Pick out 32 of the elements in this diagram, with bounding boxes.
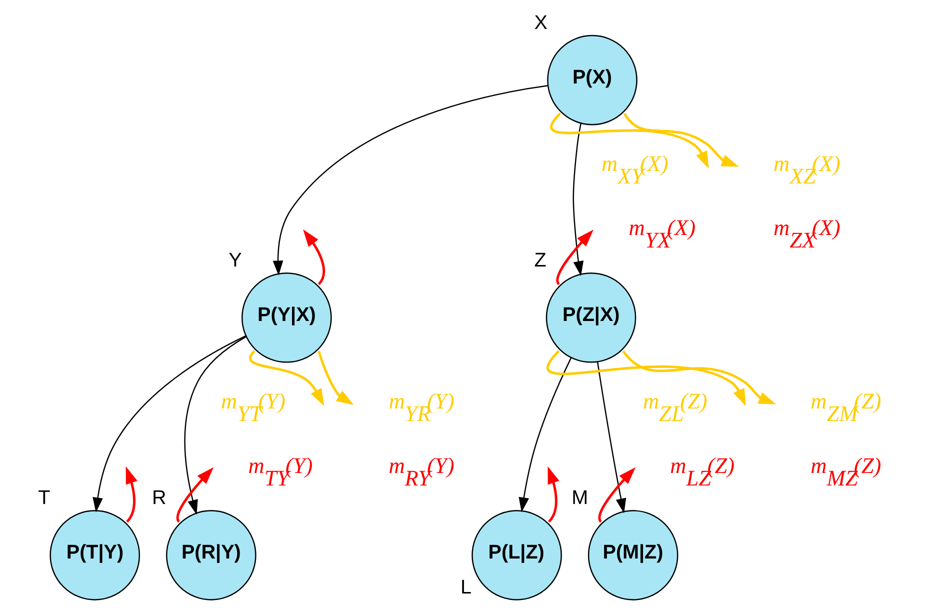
arrow	[272, 85, 548, 276]
node-label: L	[460, 576, 472, 598]
node-label: M	[571, 487, 588, 510]
arrow	[176, 467, 214, 522]
node-label: T	[38, 487, 50, 510]
arrow	[572, 123, 584, 276]
arrow	[317, 350, 354, 405]
node-circle: P(R|Y)	[166, 510, 256, 600]
arrow	[518, 357, 572, 512]
node-circle: P(M|Z)	[587, 510, 678, 600]
arrow	[622, 350, 776, 404]
node-circle: P(L|Z)	[471, 510, 562, 600]
arrow	[546, 350, 746, 406]
arrow	[598, 467, 635, 522]
node-circle: P(X)	[546, 34, 637, 126]
arrow	[556, 230, 593, 285]
arrow	[184, 336, 246, 515]
node-label: Y	[228, 250, 242, 272]
arrow	[125, 466, 137, 523]
arrow	[547, 466, 559, 523]
node-label: Z	[534, 250, 546, 272]
node-circle: P(T|Y)	[49, 510, 140, 600]
arrow	[248, 350, 324, 406]
arrow	[622, 112, 738, 167]
arrow	[302, 229, 325, 285]
node-label: X	[534, 12, 548, 34]
arrow	[596, 362, 626, 514]
node-label: R	[152, 487, 166, 510]
arrow	[550, 112, 708, 169]
arrow	[92, 335, 246, 512]
node-circle: P(Y|X)	[240, 272, 332, 363]
node-circle: P(Z|X)	[545, 272, 636, 363]
